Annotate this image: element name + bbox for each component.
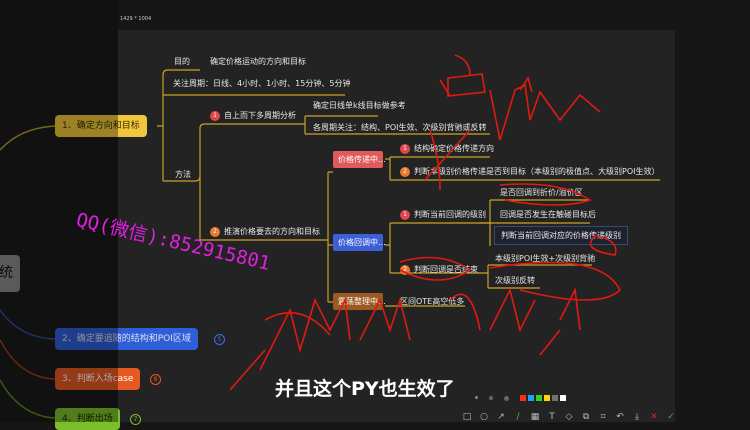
number-badge: 1 <box>210 110 220 121</box>
method-label[interactable]: 方法 <box>175 170 191 179</box>
root-node[interactable]: 统 <box>0 255 20 292</box>
download-icon[interactable]: ⤓ <box>635 412 639 422</box>
item-text: 判断本级别价格传递是否到目标（本级别的极值点、大级别POI生效） <box>414 167 660 176</box>
number-badge: 1 <box>400 143 410 154</box>
state-transmitting[interactable]: 价格传递中... <box>333 151 386 168</box>
m1-child[interactable]: 各周期关注：结构、POI生效、次级别背驰或反转 <box>313 123 487 132</box>
item-text: 判断回调是否结束 <box>414 265 478 274</box>
color-gray[interactable] <box>552 395 559 401</box>
list-item[interactable]: 本级别POI生效+次级别背驰 <box>495 254 596 263</box>
list-item[interactable]: 次级别反转 <box>495 276 535 285</box>
state-pullback[interactable]: 价格回调中... <box>333 234 386 251</box>
dim-overlay <box>0 0 118 422</box>
circle-icon[interactable]: ○ <box>480 412 488 422</box>
rectangle-icon[interactable]: □ <box>462 412 472 422</box>
color-yellow[interactable] <box>544 395 551 401</box>
list-item[interactable]: 区间OTE高空低多 <box>400 297 465 306</box>
size-medium[interactable] <box>489 396 494 400</box>
mosaic-icon[interactable]: ▦ <box>530 412 540 422</box>
confirm-icon[interactable]: ✓ <box>667 412 675 422</box>
arrow-icon[interactable]: ↗ <box>497 412 505 422</box>
collapse-badge[interactable]: 8 <box>150 374 161 385</box>
node-direction-target[interactable]: 1、确定方向和目标 <box>55 115 147 137</box>
list-item[interactable]: 2 判断本级别价格传递是否到目标（本级别的极值点、大级别POI生效） <box>400 166 659 177</box>
list-item[interactable]: 1 判断当前回调的级别 <box>400 209 486 220</box>
method-2-label: 推演价格要去的方向和目标 <box>224 227 320 236</box>
list-item[interactable]: 回调是否发生在触碰目标后 <box>500 210 596 219</box>
purpose-text[interactable]: 确定价格运动的方向和目标 <box>210 57 306 66</box>
cancel-icon[interactable]: ✕ <box>650 412 658 422</box>
list-item[interactable]: 是否回调到折价/溢价区 <box>500 188 583 197</box>
m1-child[interactable]: 确定日线单k线目标做参考 <box>313 101 406 110</box>
method-1[interactable]: 1 自上而下多周期分析 <box>210 110 296 121</box>
method-2[interactable]: 2 推演价格要去的方向和目标 <box>210 226 320 237</box>
left-pane <box>0 0 118 422</box>
list-item-selected[interactable]: 判断当前回调对应的价格传递级别 <box>494 226 628 245</box>
purpose-label[interactable]: 目的 <box>174 57 190 66</box>
item-text: 判断当前回调的级别 <box>414 210 486 219</box>
annotation-toolbar: □ ○ ↗ / ▦ T ◇ ⧉ ⌗ ↶ ⤓ ✕ ✓ <box>462 404 683 423</box>
periods-text[interactable]: 关注周期：日线、4小时、1小时、15分钟、5分钟 <box>173 79 351 88</box>
color-white[interactable] <box>560 395 567 401</box>
method-1-label: 自上而下多周期分析 <box>224 111 296 120</box>
color-blue[interactable] <box>528 395 535 401</box>
size-large[interactable] <box>504 396 510 401</box>
tag-icon[interactable]: ◇ <box>565 412 573 422</box>
color-red[interactable] <box>520 395 527 401</box>
ocr-icon[interactable]: ⌗ <box>600 412 606 422</box>
list-item[interactable]: 2 判断回调是否结束 <box>400 264 478 275</box>
undo-icon[interactable]: ↶ <box>616 412 624 422</box>
node-structure-poi[interactable]: 2、确定要追随的结构和POI区域 <box>55 328 198 350</box>
pen-icon[interactable]: / <box>516 412 520 422</box>
color-palette[interactable] <box>475 386 568 401</box>
collapse-badge[interactable]: 5 <box>214 334 225 345</box>
node-entry-case[interactable]: 3、判断入场case <box>55 368 141 390</box>
pin-icon[interactable]: ⧉ <box>582 412 590 422</box>
color-green[interactable] <box>536 395 543 401</box>
size-label: 1429 * 1004 <box>120 16 152 22</box>
text-icon[interactable]: T <box>549 412 555 422</box>
size-small[interactable] <box>475 396 478 399</box>
number-badge: 1 <box>400 209 410 220</box>
number-badge: 2 <box>400 264 410 275</box>
subtitle: 并且这个PY也生效了 <box>275 378 455 400</box>
number-badge: 2 <box>210 226 220 237</box>
number-badge: 2 <box>400 166 410 177</box>
